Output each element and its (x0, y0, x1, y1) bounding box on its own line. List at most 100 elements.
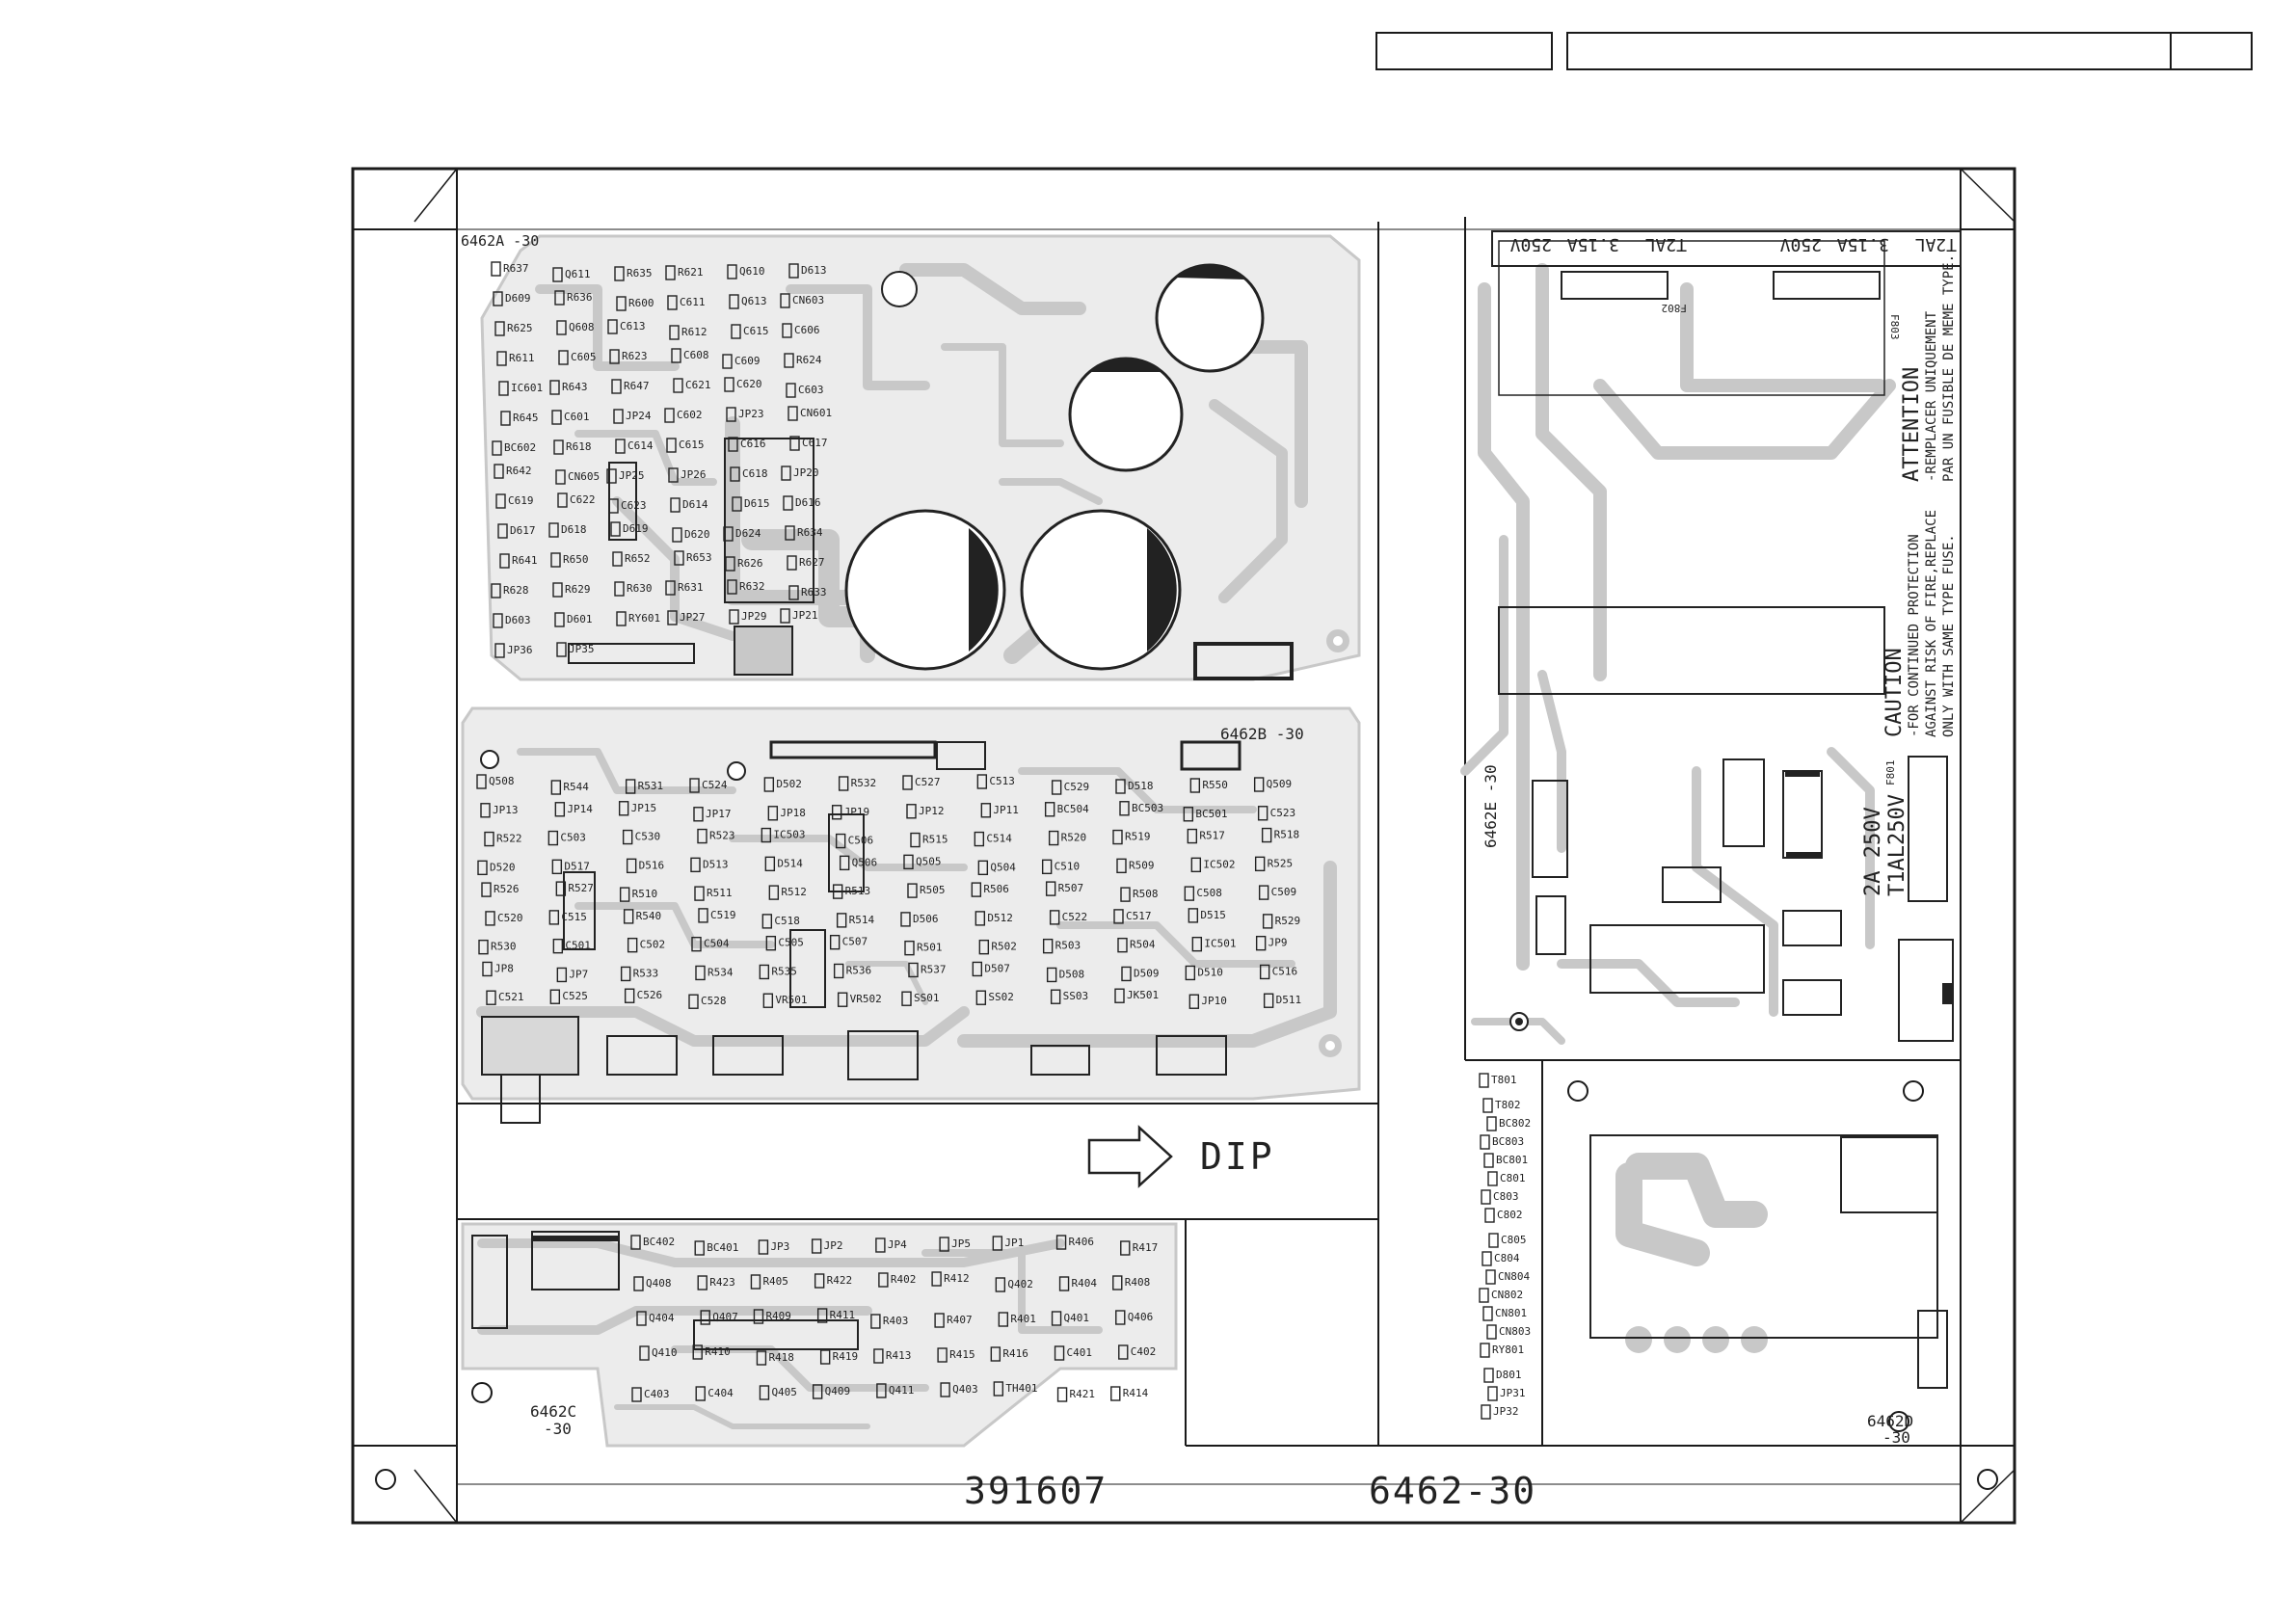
fuse-label-right-type: T2AL (1914, 234, 1957, 254)
component-designator: R652 (625, 552, 651, 565)
component-symbol (816, 1308, 828, 1323)
component-designator: Q410 (652, 1346, 678, 1359)
component-designator: IC502 (1203, 858, 1235, 870)
component-symbol (668, 467, 679, 483)
component-designator: R502 (991, 941, 1017, 953)
component-symbol (904, 940, 915, 956)
component-designator: C529 (1064, 781, 1090, 793)
component-designator: JP21 (792, 609, 818, 622)
component-symbol (1257, 806, 1268, 821)
component-designator: VR502 (850, 993, 882, 1005)
component-designator: JP12 (919, 805, 945, 817)
component-designator: R629 (565, 583, 591, 596)
fuse-f801-ref: F801 (1884, 760, 1897, 786)
component-symbol (495, 493, 506, 509)
component-designator: BC401 (707, 1241, 738, 1254)
component-designator: R618 (566, 440, 592, 453)
component-designator: R407 (947, 1314, 973, 1326)
component-symbol (670, 497, 681, 513)
component-designator: JP2 (824, 1239, 843, 1252)
component-symbol (554, 612, 565, 627)
dip-label: DIP (1200, 1135, 1275, 1178)
component-symbol (722, 354, 733, 369)
component-designator: R514 (849, 914, 875, 926)
component-symbol (552, 267, 563, 282)
component-symbol (1058, 1276, 1070, 1291)
component-symbol (697, 828, 707, 844)
component-symbol (728, 437, 738, 452)
component-designator: R522 (496, 833, 522, 845)
component-designator: Q409 (825, 1385, 851, 1397)
component-designator: Q404 (649, 1312, 675, 1324)
component-symbol (725, 556, 735, 572)
component-designator: C506 (848, 835, 874, 847)
component-designator: CN803 (1499, 1325, 1531, 1338)
component-symbol (694, 1240, 705, 1256)
component-symbol (1191, 936, 1203, 952)
component-symbol (1259, 964, 1270, 980)
component-designator: C524 (702, 779, 728, 791)
component-designator: JP10 (1201, 995, 1227, 1007)
component-designator: R423 (709, 1276, 735, 1289)
component-designator: R513 (845, 885, 871, 897)
component-designator: JP11 (993, 804, 1019, 816)
component-designator: R532 (851, 777, 877, 789)
component-symbol (624, 988, 635, 1003)
component-symbol (835, 833, 846, 849)
component-symbol (908, 962, 919, 978)
component-designator: Q411 (889, 1384, 915, 1397)
component-designator: D603 (505, 614, 531, 626)
component-designator: Q401 (1064, 1312, 1090, 1324)
component-designator: R642 (506, 465, 532, 477)
component-designator: Q408 (646, 1277, 672, 1290)
component-designator: C517 (1126, 910, 1152, 922)
component-symbol (931, 1271, 942, 1287)
component-symbol (553, 439, 564, 455)
component-designator: Q406 (1128, 1311, 1154, 1323)
component-symbol (876, 1383, 887, 1398)
fuse-ref-f802: F802 (1662, 302, 1688, 314)
component-designator: D513 (703, 858, 729, 870)
component-designator: R630 (627, 582, 653, 595)
component-symbol (1255, 935, 1267, 951)
component-designator: JP4 (888, 1238, 907, 1251)
board-e-label: 6462E -30 (1482, 764, 1500, 848)
component-symbol (1261, 827, 1272, 843)
component-designator: SS02 (988, 991, 1014, 1003)
component-symbol (613, 409, 624, 424)
component-symbol (819, 1349, 831, 1365)
title-block (1375, 32, 2253, 70)
component-symbol (832, 884, 843, 899)
component-designator: BC503 (1132, 802, 1163, 814)
component-symbol (901, 991, 912, 1006)
component-designator: R421 (1070, 1388, 1096, 1400)
board-d-label-1: 6462D (1867, 1412, 1913, 1430)
component-designator: Q402 (1007, 1278, 1033, 1290)
component-symbol (697, 1275, 707, 1290)
component-symbol (906, 804, 917, 819)
component-designator: D617 (510, 524, 536, 537)
component-designator: C601 (564, 411, 590, 423)
component-symbol (619, 887, 630, 902)
board-frame (351, 167, 2016, 1525)
component-symbol (1055, 1235, 1067, 1250)
component-symbol (554, 802, 566, 817)
component-designator: C508 (1196, 887, 1222, 899)
component-designator: R517 (1199, 830, 1225, 842)
component-designator: R530 (491, 941, 517, 953)
component-designator: C528 (701, 995, 727, 1007)
component-symbol (494, 321, 505, 336)
component-designator: BC801 (1496, 1154, 1528, 1166)
component-designator: CN802 (1491, 1289, 1523, 1301)
component-symbol (691, 936, 702, 952)
component-designator: CN804 (1498, 1270, 1530, 1283)
component-symbol (972, 961, 983, 977)
component-designator: JP18 (780, 807, 806, 819)
component-symbol (761, 914, 773, 929)
component-symbol (750, 1274, 761, 1290)
component-symbol (665, 580, 676, 596)
component-symbol (831, 805, 842, 820)
component-symbol (1486, 1324, 1497, 1340)
